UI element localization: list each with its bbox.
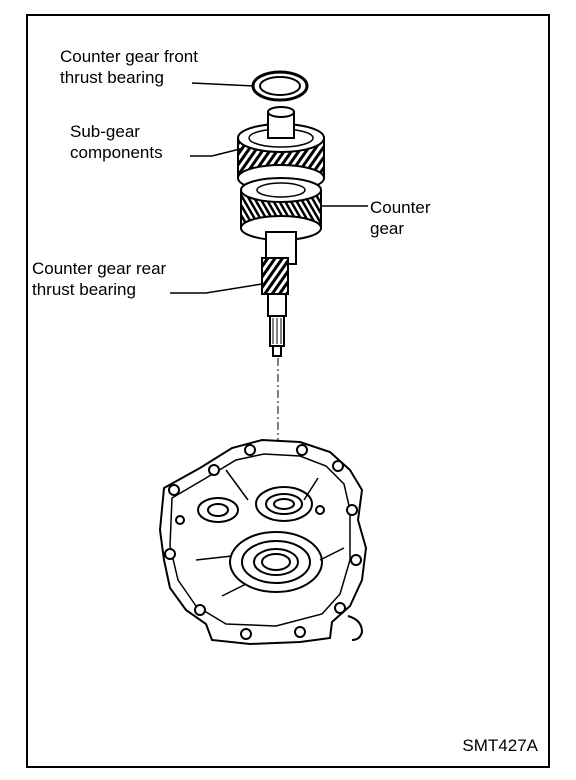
label-rear-thrust-bearing: Counter gear rear thrust bearing <box>32 258 166 300</box>
label-counter-gear-line1: Counter <box>370 198 431 217</box>
label-front-thrust-bearing-line2: thrust bearing <box>60 68 164 87</box>
label-counter-gear: Counter gear <box>370 197 430 239</box>
label-sub-gear-line2: components <box>70 143 163 162</box>
label-rear-thrust-bearing-line2: thrust bearing <box>32 280 136 299</box>
front-thrust-bearing <box>251 70 309 102</box>
label-front-thrust-bearing: Counter gear front thrust bearing <box>60 46 198 88</box>
counter-shaft <box>261 231 297 357</box>
label-front-thrust-bearing-line1: Counter gear front <box>60 47 198 66</box>
figure-frame <box>26 14 550 768</box>
figure-code: SMT427A <box>462 736 538 755</box>
label-sub-gear-line1: Sub-gear <box>70 122 140 141</box>
transmission-housing <box>158 438 368 646</box>
label-counter-gear-line2: gear <box>370 219 405 238</box>
counter-gear-body <box>240 177 322 241</box>
label-rear-thrust-bearing-line1: Counter gear rear <box>32 259 167 278</box>
leader-lines <box>170 82 368 294</box>
label-sub-gear: Sub-gear components <box>70 121 163 163</box>
